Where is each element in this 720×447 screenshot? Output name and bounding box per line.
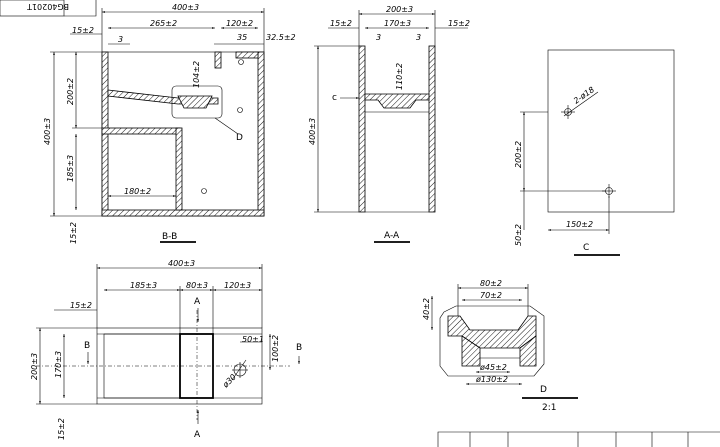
plan-section-b-right: B bbox=[296, 343, 302, 353]
d-dim-inner-top: 70±2 bbox=[480, 291, 502, 300]
c-dim-height: 200±2 bbox=[514, 141, 523, 168]
plan-dim-seg-mid: 80±3 bbox=[186, 281, 208, 290]
d-dim-bore: ø45±2 bbox=[479, 363, 507, 372]
plan-dim-hole-offset: 50±1 bbox=[242, 335, 264, 344]
d-dim-outer-dia: ø130±2 bbox=[475, 375, 508, 384]
bb-dim-thickness-top: 15±2 bbox=[72, 26, 94, 35]
bb-dim-bottom-thick: 15±2 bbox=[69, 222, 78, 244]
d-dim-depth: 40±2 bbox=[422, 298, 431, 320]
title-stamp: BG40201T bbox=[0, 0, 97, 17]
plan-dim-overall-width: 400±3 bbox=[168, 259, 195, 268]
aa-dim-left-wall: 15±2 bbox=[330, 19, 352, 28]
bb-dim-recess: 104±2 bbox=[192, 61, 201, 88]
bb-dim-overall-width: 400±3 bbox=[172, 3, 199, 12]
view-detail-d: 80±2 70±2 40±2 ø45±2 ø130±2 D 2:1 bbox=[422, 279, 578, 413]
plan-section-b-left: B bbox=[84, 341, 90, 351]
bb-dim-shelf-height: 200±2 bbox=[66, 78, 75, 105]
bb-dim-right-width: 120±2 bbox=[226, 19, 253, 28]
bb-dim-lower-shelf-width: 180±2 bbox=[124, 187, 151, 196]
aa-marker-c: c bbox=[332, 93, 337, 103]
d-view-scale: 2:1 bbox=[542, 403, 556, 413]
view-bb: D 400±3 265±2 120±2 15±2 3 35 32.5±2 400… bbox=[43, 3, 296, 244]
plan-dim-height: 200±3 bbox=[30, 353, 39, 380]
aa-dim-recess: 110±2 bbox=[395, 63, 404, 90]
bb-dim-inner-width: 265±2 bbox=[150, 19, 177, 28]
c-dim-bottom: 50±2 bbox=[514, 224, 523, 246]
aa-dim-height: 400±3 bbox=[308, 118, 317, 145]
c-dim-hole: 2-ø18 bbox=[572, 85, 596, 106]
bb-dim-gap-35: 35 bbox=[237, 33, 247, 42]
plan-section-a-bottom: A bbox=[194, 430, 201, 440]
bb-dim-total-height: 400±3 bbox=[43, 118, 52, 145]
aa-dim-gap-right: 3 bbox=[416, 33, 421, 42]
view-plan: 400±3 185±3 80±3 120±3 15±2 200±3 170±3 … bbox=[30, 259, 302, 440]
aa-view-label: A-A bbox=[384, 231, 400, 241]
aa-dim-inner: 170±3 bbox=[384, 19, 411, 28]
aa-dim-right-wall: 15±2 bbox=[448, 19, 470, 28]
plan-dim-top-wall: 15±2 bbox=[70, 301, 92, 310]
plan-dim-bottom-wall: 15±2 bbox=[57, 418, 66, 440]
c-view-label: C bbox=[583, 243, 589, 253]
plan-dim-inner-height: 170±3 bbox=[54, 351, 63, 378]
title-stamp-text: BG40201T bbox=[27, 2, 69, 11]
bb-dim-right-offset: 32.5±2 bbox=[266, 33, 296, 42]
c-dim-width: 150±2 bbox=[566, 220, 593, 229]
plan-dim-seg-right: 120±3 bbox=[224, 281, 251, 290]
bb-dim-lower-height: 185±3 bbox=[66, 155, 75, 182]
d-dim-outer-top: 80±2 bbox=[480, 279, 502, 288]
view-aa: 200±3 170±3 15±2 15±2 3 3 400±3 110±2 c … bbox=[308, 5, 470, 243]
plan-dim-hole-right: 100±2 bbox=[271, 335, 280, 362]
aa-dim-width: 200±3 bbox=[386, 5, 413, 14]
bb-view-label: B-B bbox=[162, 232, 177, 242]
plan-section-a-top: A bbox=[194, 297, 201, 307]
view-c: 2-ø18 200±2 50±2 150±2 C bbox=[514, 49, 675, 256]
plan-dim-seg-left: 185±3 bbox=[130, 281, 157, 290]
d-view-label: D bbox=[540, 385, 547, 395]
bb-dim-gap-3: 3 bbox=[118, 35, 123, 44]
aa-dim-gap-left: 3 bbox=[376, 33, 381, 42]
title-block bbox=[437, 431, 720, 447]
bb-detail-marker: D bbox=[236, 133, 243, 143]
